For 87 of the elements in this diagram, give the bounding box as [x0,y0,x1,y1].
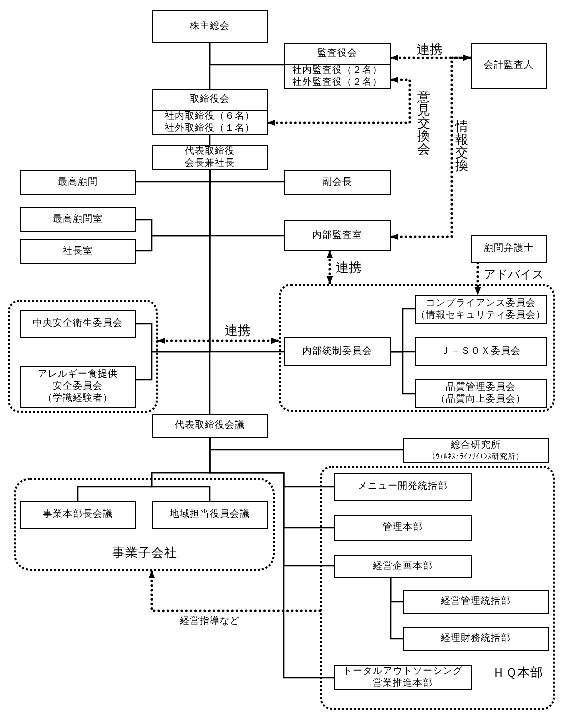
unit-name: 品質管理委員会 [446,382,516,394]
unit-name: メニュー開発統括部 [358,481,448,493]
unit-name: 中央安全衛生委員会 [33,318,123,330]
unit-name: 経営管理統括部 [441,596,511,608]
unit-name: 総合研究所 [451,440,501,452]
unit-name: （品質向上委員会） [436,394,526,406]
org-box [20,170,136,195]
unit-name: 顧問弁護士 [484,243,534,255]
org-box [415,295,547,324]
org-box [334,555,472,578]
unit-name: 内部監査室 [312,230,362,242]
edge-label: 連携 [416,42,444,58]
org-box [284,170,391,195]
arrow [148,570,322,612]
unit-name: 経理財務統括部 [441,633,511,645]
arrow [474,262,482,296]
org-box [20,501,136,529]
unit-name: トータルアウトソーシング営業推進本部 [342,666,464,690]
unit-name: 社外監査役（２名） [292,77,382,89]
arrow [390,54,472,62]
connector-line [390,578,403,640]
org-box [403,627,549,651]
org-box [334,515,472,541]
unit-name: 内部統制委員会 [302,346,372,358]
edge-label: 経営指導など [179,616,241,628]
unit-name: （情報セキュリティ委員会） [416,310,546,322]
connector-line [209,170,211,414]
unit-name: 代表取締役会議 [175,420,245,432]
org-box [20,366,136,408]
connector-line [391,351,415,395]
org-box [334,473,472,501]
group-frame [320,466,555,710]
unit-name: 社外取締役（１名） [165,122,255,134]
unit-name: 最高顧問室 [53,214,103,226]
unit-name: （学識経験者） [43,393,113,405]
group-frame [14,478,275,571]
unit-name: 最高顧問 [58,176,98,188]
unit-name: Ｊ－ＳＯＸ委員会 [441,346,521,358]
unit-name: アレルギー食提供安全委員会 [38,369,118,393]
org-box [415,379,547,408]
unit-name: 社長室 [63,246,93,258]
unit-title: 監査役会 [318,48,358,60]
arrow [156,338,280,344]
org-box [152,414,268,438]
unit-name: コンプライアンス委員会 [426,298,536,310]
org-box [284,43,391,89]
group-frame [8,300,158,413]
unit-name: 地域担当役員会議 [170,509,250,521]
unit-name: 社内監査役（２名） [292,65,382,77]
connector-line [209,135,211,145]
arrow [390,56,472,240]
connector-line [209,43,211,89]
unit-name: 管理本部 [383,522,423,534]
org-box [403,438,549,463]
unit-name: 会計監査人 [484,60,534,72]
org-box [471,235,547,263]
arrow [266,76,412,126]
org-box [152,10,268,43]
unit-title: 取締役会 [190,94,230,106]
org-box [471,43,547,89]
unit-name: 代表取締役会長兼社長 [184,146,236,170]
edge-label: アドバイス [483,268,545,282]
org-box [334,665,472,690]
org-box [284,220,391,251]
edge-label: 意見交換会 [418,90,430,156]
group-frame [279,284,555,412]
org-box [20,207,136,232]
edge-label: 情報交換 [456,119,468,173]
org-box [403,590,549,614]
unit-name: 副会長 [322,176,352,188]
edge-label: 連携 [335,260,363,276]
org-box [284,337,391,366]
edge-label: 連携 [224,324,252,338]
unit-name: 経営企画本部 [373,560,433,572]
org-box [20,310,136,338]
unit-name: 株主総会 [190,20,230,32]
connector-line [209,438,334,679]
org-box [152,501,268,529]
unit-name: 社内取締役（６名） [165,110,255,122]
org-box [152,145,268,170]
unit-name: 事業本部長会議 [43,509,113,521]
arrow [326,250,334,286]
org-box [152,89,268,135]
group-title: 事業子会社 [112,546,178,560]
org-box [415,337,547,366]
group-title: ＨＱ本部 [492,666,544,680]
org-box [20,239,136,264]
